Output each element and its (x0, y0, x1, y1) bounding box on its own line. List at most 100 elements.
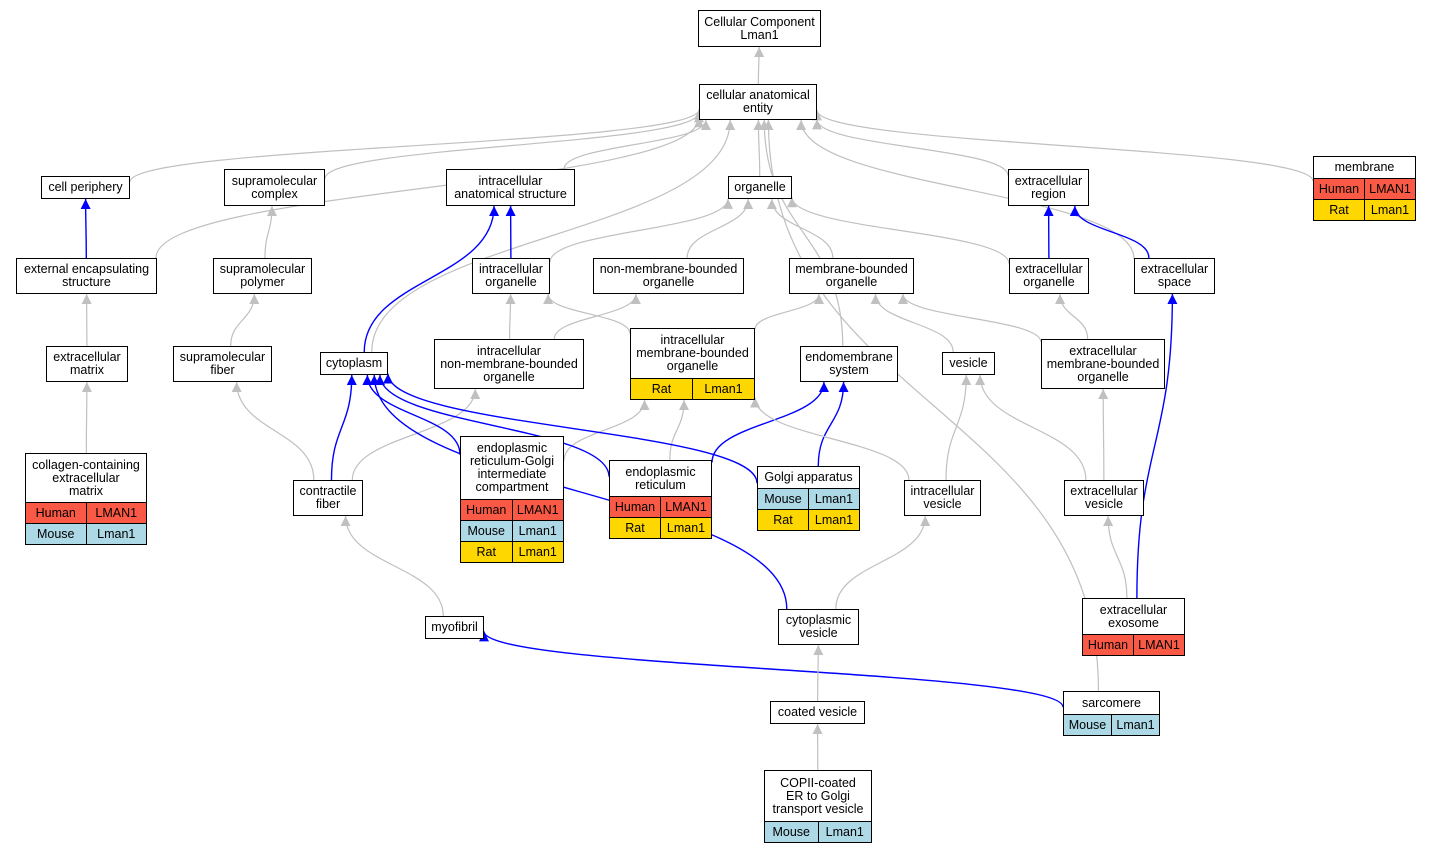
node-label: membrane (1334, 160, 1395, 174)
node-cc-root[interactable]: Cellular Component Lman1 (698, 10, 821, 47)
node-label: endoplasmic reticulum-Golgi intermediate… (469, 441, 555, 494)
edge-is-a-sarcomere-to-cae (763, 119, 1100, 692)
node-supra-complex[interactable]: supramolecular complex (224, 169, 325, 206)
species-name: Mouse (36, 526, 75, 541)
edge-is-a-contractile-fiber-to-ic-nmb-organelle (351, 388, 481, 481)
edge-is-a-cyto-vesicle-to-ic-vesicle (835, 515, 931, 610)
node-label: intracellular membrane-bounded organelle (636, 333, 749, 373)
node-label: extracellular space (1140, 262, 1209, 289)
node-supra-polymer[interactable]: supramolecular polymer (213, 258, 312, 294)
edge-is-a-coated-vesicle-to-cyto-vesicle (813, 644, 824, 702)
edge-part-of-contractile-fiber-to-cytoplasm (330, 374, 357, 481)
node-label: extracellular matrix (53, 350, 121, 377)
node-label: organelle (734, 180, 786, 194)
node-nmb-organelle[interactable]: non-membrane-bounded organelle (593, 258, 744, 294)
gene-symbol: Lman1 (511, 542, 564, 562)
species-name: Mouse (772, 824, 811, 839)
node-vesicle[interactable]: vesicle (942, 352, 995, 375)
edge-part-of-er-to-cytoplasm (374, 374, 610, 477)
node-ec-region[interactable]: extracellular region (1008, 169, 1089, 206)
node-contractile-fiber[interactable]: contractile fiber (293, 480, 363, 516)
node-label: cytoplasmic vesicle (785, 613, 852, 640)
edge-is-a-er-to-ic-mb-organelle (669, 399, 689, 461)
node-label: collagen-containing extracellular matrix (32, 457, 140, 498)
node-ec-mb-organelle[interactable]: extracellular membrane-bounded organelle (1041, 339, 1165, 389)
gene-symbol: LMAN1 (511, 500, 564, 520)
node-cae[interactable]: cellular anatomical entity (699, 84, 817, 120)
species-name: Mouse (764, 491, 802, 506)
node-label: intracellular vesicle (910, 484, 975, 511)
edge-is-a-ec-vesicle-to-vesicle (975, 374, 1087, 481)
species-name: Rat (651, 381, 672, 396)
gene-symbol: Lman1 (511, 521, 564, 541)
node-label: cellular anatomical entity (706, 88, 810, 115)
node-label: Golgi apparatus (764, 470, 853, 484)
node-ergic[interactable]: endoplasmic reticulum-Golgi intermediate… (460, 436, 564, 563)
edge-part-of-er-to-endomembrane (711, 381, 829, 463)
edge-is-a-cytoplasm-to-cae (371, 119, 736, 353)
node-copii[interactable]: COPII-coated ER to Golgi transport vesic… (764, 770, 872, 843)
node-ias[interactable]: intracellular anatomical structure (446, 169, 575, 206)
species-name: Human (35, 505, 76, 520)
node-ext-encap[interactable]: external encapsulating structure (16, 258, 157, 294)
node-organelle[interactable]: organelle (728, 176, 792, 199)
species-row-human: Human LMAN1 (461, 499, 563, 520)
edge-is-a-ec-mb-organelle-to-mb-organelle (898, 293, 1042, 343)
node-label: contractile fiber (299, 484, 357, 511)
node-coated-vesicle[interactable]: coated vesicle (770, 701, 865, 724)
edge-is-a-cell-periphery-to-cae (129, 109, 704, 183)
species-name: Human (466, 502, 507, 517)
node-ec-vesicle[interactable]: extracellular vesicle (1064, 480, 1144, 516)
edge-is-a-ec-vesicle-to-ec-mb-organelle (1098, 388, 1109, 481)
node-cytoplasm[interactable]: cytoplasm (320, 352, 388, 375)
edge-is-a-ic-nmb-organelle-to-ic-organelle (505, 293, 516, 340)
node-label: non-membrane-bounded organelle (599, 262, 738, 289)
node-mb-organelle[interactable]: membrane-bounded organelle (789, 258, 914, 294)
species-name: Rat (476, 544, 496, 559)
node-endomembrane[interactable]: endomembrane system (800, 346, 898, 382)
node-ec-matrix[interactable]: extracellular matrix (46, 346, 128, 382)
node-ec-organelle[interactable]: extracellular organelle (1009, 258, 1089, 294)
gene-symbol: Lman1 (1364, 200, 1415, 220)
species-row-human: Human LMAN1 (26, 502, 146, 523)
node-ic-nmb-organelle[interactable]: intracellular non-membrane-bounded organ… (434, 339, 584, 389)
species-name: Rat (1329, 202, 1349, 217)
node-ec-space[interactable]: extracellular space (1134, 258, 1215, 294)
node-ic-vesicle[interactable]: intracellular vesicle (904, 480, 981, 516)
node-myofibril[interactable]: myofibril (425, 616, 484, 639)
edge-part-of-ext-encap-to-cell-periphery (80, 198, 91, 259)
node-ic-organelle[interactable]: intracellular organelle (472, 258, 550, 294)
edge-is-a-ec-region-to-cae (812, 119, 1009, 176)
edge-is-a-membrane-to-cae (812, 110, 1314, 182)
edge-is-a-mb-organelle-to-organelle (766, 198, 834, 259)
node-cyto-vesicle[interactable]: cytoplasmic vesicle (778, 609, 859, 645)
node-label: intracellular anatomical structure (454, 173, 567, 201)
node-supra-fiber[interactable]: supramolecular fiber (173, 346, 272, 382)
node-ic-mb-organelle[interactable]: intracellular membrane-bounded organelle… (630, 328, 755, 400)
species-row-rat: Rat Lman1 (461, 541, 563, 562)
species-name: Human (1087, 637, 1129, 652)
node-label: extracellular region (1014, 173, 1083, 201)
node-label: cell periphery (48, 180, 123, 194)
edge-is-a-ext-encap-to-cae (155, 117, 704, 259)
node-cell-periphery[interactable]: cell periphery (41, 176, 130, 199)
node-label: extracellular membrane-bounded organelle (1046, 343, 1160, 384)
gene-symbol: LMAN1 (85, 503, 147, 523)
gene-symbol: Lman1 (660, 518, 711, 538)
edge-is-a-ic-organelle-to-organelle (549, 198, 733, 263)
species-name: Human (1318, 181, 1360, 196)
node-label: supramolecular complex (231, 173, 318, 201)
node-collagen-ecm[interactable]: collagen-containing extracellular matrix… (25, 453, 147, 545)
